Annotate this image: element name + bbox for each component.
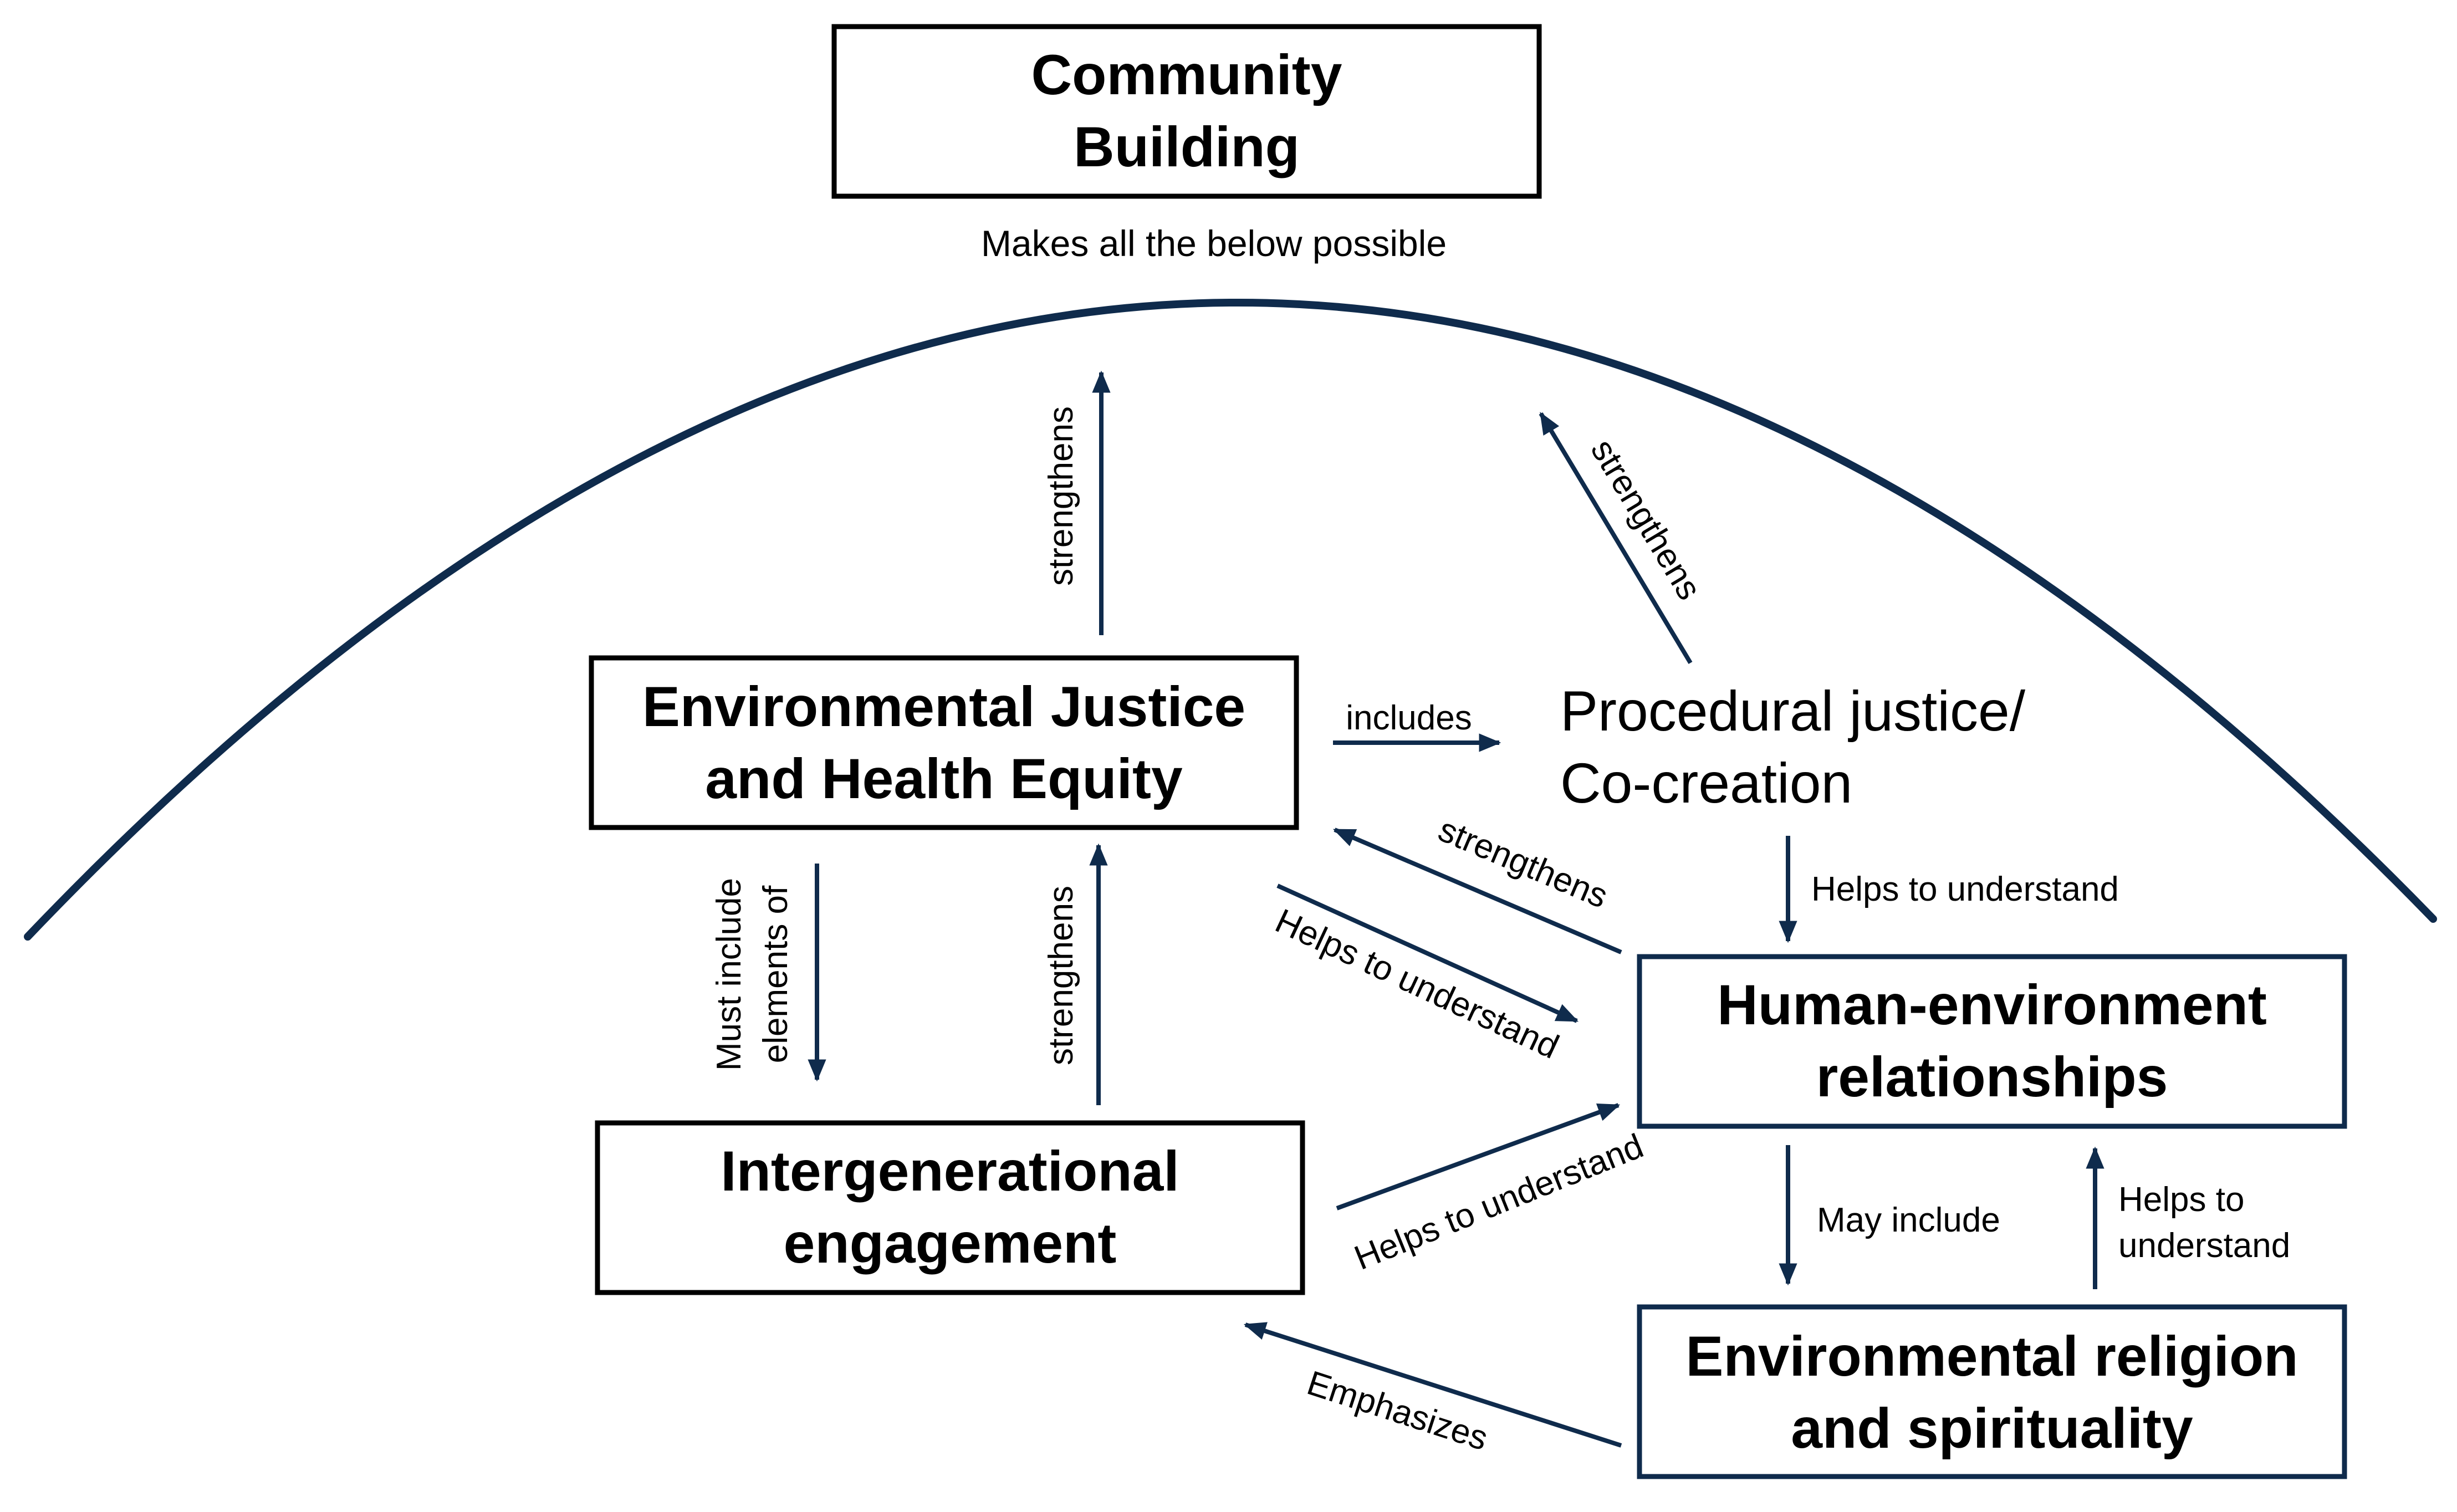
intergenerational-line-2: engagement <box>784 1212 1117 1275</box>
label-religion-to-human-line-2: understand <box>2118 1227 2290 1265</box>
label-religion-to-human-line-1: Helps to <box>2118 1181 2244 1219</box>
arrow-religion-to-intergenerational <box>1243 1322 1622 1448</box>
intergenerational-line-1: Intergenerational <box>721 1140 1179 1203</box>
node-community-building: Community Building <box>831 24 1542 199</box>
religion-spirituality-line-1: Environmental religion <box>1685 1325 2298 1388</box>
procedural-justice-line-1: Procedural justice/ <box>1560 680 2026 743</box>
human-environment-line-2: relationships <box>1816 1045 2168 1109</box>
ej-health-equity-line-2: and Health Equity <box>705 747 1183 810</box>
label-ej-to-human: Helps to understand <box>1270 902 1565 1066</box>
node-religion-spirituality: Environmental religion and spirituality <box>1637 1304 2347 1479</box>
arrow-intergenerational-to-human <box>1336 1103 1621 1210</box>
label-intergenerational-to-ej: strengthens <box>1042 886 1080 1065</box>
community-building-line-1: Community <box>1031 43 1342 106</box>
node-human-environment: Human-environment relationships <box>1637 954 2347 1129</box>
ej-health-equity-line-1: Environmental Justice <box>642 675 1245 738</box>
procedural-justice-line-2: Co-creation <box>1560 752 1852 815</box>
label-ej-to-intergenerational-line-2: elements of <box>757 885 795 1063</box>
label-human-to-ej: strengthens <box>1433 810 1613 916</box>
node-ej-health-equity: Environmental Justice and Health Equity <box>589 655 1299 830</box>
arrow-procedural-to-community <box>1539 412 1693 665</box>
human-environment-line-1: Human-environment <box>1717 973 2267 1036</box>
community-building-line-2: Building <box>1074 115 1300 178</box>
label-ej-to-community: strengthens <box>1042 406 1080 586</box>
label-ej-to-intergenerational-line-1: Must include <box>710 878 748 1071</box>
community-arc <box>24 298 2437 941</box>
label-procedural-to-human: Helps to understand <box>1811 870 2119 908</box>
religion-spirituality-line-2: and spirituality <box>1791 1397 2193 1460</box>
label-ej-to-procedural: includes <box>1346 699 1472 737</box>
node-procedural-justice: Procedural justice/ Co-creation <box>1560 680 2026 815</box>
arrow-ej-to-human <box>1276 883 1579 1023</box>
community-caption: Makes all the below possible <box>981 223 1447 264</box>
label-religion-to-intergenerational: Emphasizes <box>1302 1364 1492 1458</box>
arrow-human-to-ej <box>1332 827 1622 954</box>
label-human-to-religion: May include <box>1817 1201 2000 1239</box>
node-intergenerational: Intergenerational engagement <box>595 1120 1305 1295</box>
